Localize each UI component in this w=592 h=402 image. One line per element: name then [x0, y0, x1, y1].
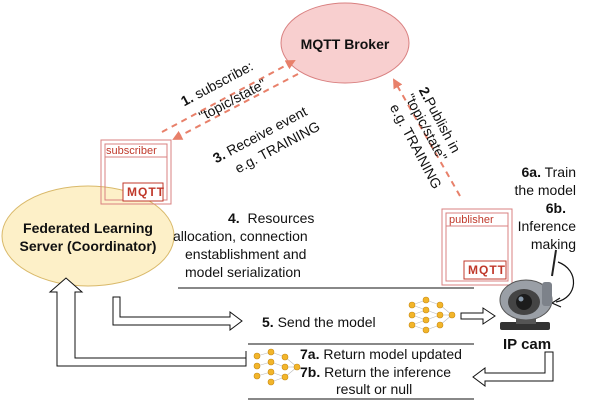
step-4-text-b: allocation, connection — [173, 228, 308, 244]
step-7a-text: Return model updated — [323, 346, 462, 362]
step-4-line1: 4. Resources — [228, 210, 314, 226]
step-5-text: Send the model — [277, 314, 376, 330]
arrow-nn-to-cam — [460, 307, 496, 325]
step-6a-text-b: the model — [514, 182, 576, 198]
step-6a-text-a: Train — [544, 164, 576, 180]
neural-network-icon — [408, 296, 456, 334]
step-4-text-c: enstablishment and — [185, 246, 307, 262]
mqtt-logo: MQTT — [127, 185, 165, 199]
arrow-return — [48, 277, 247, 367]
step-4-text-a: Resources — [247, 210, 315, 226]
subscriber-client — [100, 139, 172, 205]
step-6b-text-a: Inference — [517, 218, 576, 234]
step-6a-number: 6a. — [521, 164, 541, 180]
step-7b-text-a: Return the inference — [324, 364, 451, 380]
camera-icon — [499, 249, 557, 330]
step-4-number: 4. — [228, 210, 240, 226]
step-7a-number: 7a. — [300, 346, 320, 362]
step-5-label: 5. Send the model — [262, 314, 376, 330]
step-4-text-d: model serialization — [185, 264, 301, 280]
step-6a-line1: 6a. Train — [490, 164, 577, 180]
step-5-number: 5. — [262, 314, 274, 330]
mqtt-logo: MQTT — [468, 263, 506, 277]
neural-network-icon — [253, 348, 301, 386]
broker-label: MQTT Broker — [300, 36, 390, 52]
step-6b-text-b: making — [530, 236, 576, 252]
arrow-subscribe — [161, 60, 296, 133]
step-7b-number: 7b. — [300, 364, 321, 380]
subscriber-tag: subscriber — [106, 145, 157, 157]
ipcam-label: IP cam — [503, 336, 552, 353]
step-6b-number: 6b. — [545, 200, 566, 216]
arrow-cam-return — [472, 351, 554, 387]
server-node — [1, 185, 175, 287]
server-label-line1: Federated Learning — [23, 220, 153, 236]
step-7a-label: 7a. Return model updated — [300, 346, 462, 362]
arrow-receive-event — [172, 73, 299, 140]
broker-node — [280, 2, 410, 84]
arrow-publish — [393, 78, 461, 197]
server-label-line2: Server (Coordinator) — [19, 238, 157, 254]
publisher-client — [441, 208, 513, 286]
arrow-send-model — [112, 296, 243, 331]
publisher-tag: publisher — [449, 214, 494, 226]
step-7b-text-b: result or null — [336, 381, 413, 397]
arrow-self-loop — [555, 261, 575, 303]
step-7b-label: 7b. Return the inference — [300, 364, 451, 380]
